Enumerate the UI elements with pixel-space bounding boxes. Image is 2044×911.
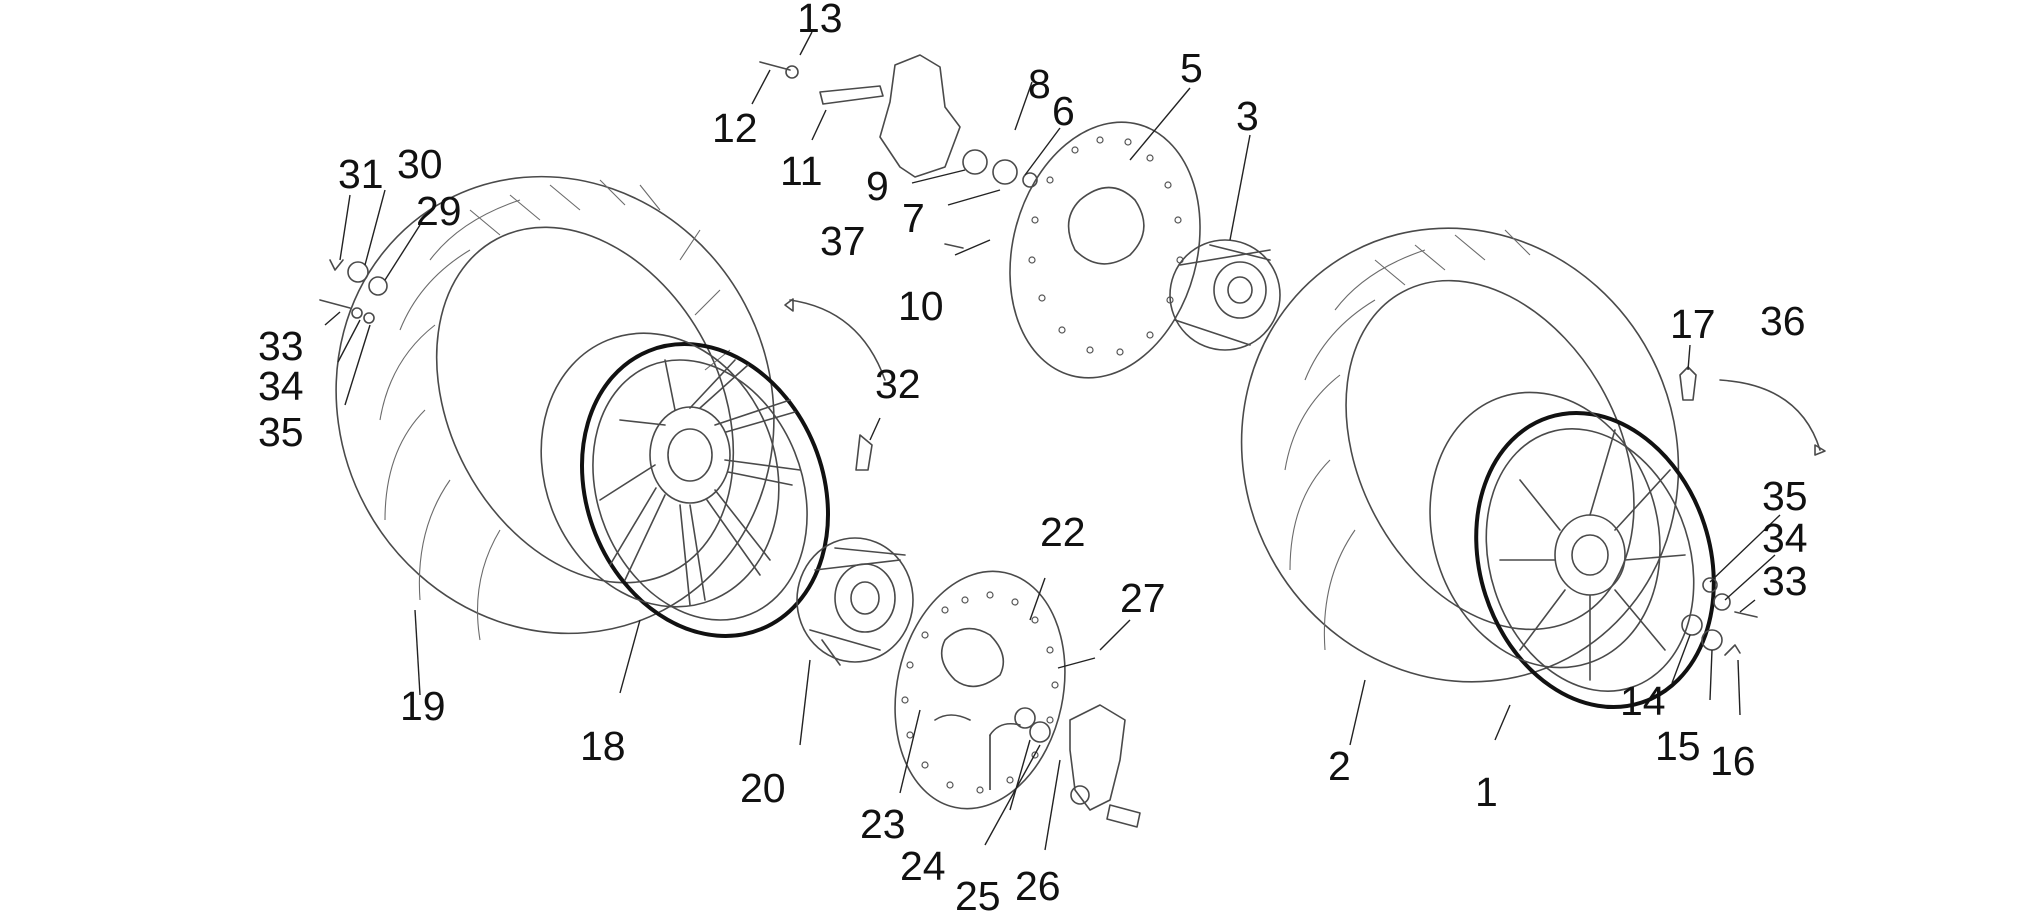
left-caliper xyxy=(1014,704,1141,828)
callout-17: 17 xyxy=(1670,301,1716,347)
callout-27: 27 xyxy=(1120,575,1166,621)
callout-10: 10 xyxy=(898,283,944,329)
callout-32: 32 xyxy=(875,361,921,407)
callout-18: 18 xyxy=(580,723,626,769)
left-tire xyxy=(335,175,775,641)
callout-5: 5 xyxy=(1180,45,1203,91)
leader-lines xyxy=(324,31,1781,851)
callout-37: 37 xyxy=(820,218,866,264)
callout-29: 29 xyxy=(416,188,462,234)
callout-14: 14 xyxy=(1620,678,1666,724)
top-brake-disc xyxy=(1009,121,1201,379)
left-brake-disc xyxy=(894,570,1066,810)
callout-34-right: 34 xyxy=(1762,515,1808,561)
callout-19: 19 xyxy=(400,683,446,729)
callout-34-left: 34 xyxy=(258,363,304,409)
callout-2: 2 xyxy=(1328,743,1351,789)
arrow-36 xyxy=(1719,379,1826,456)
callout-24: 24 xyxy=(900,843,946,889)
callout-20: 20 xyxy=(740,765,786,811)
top-hub xyxy=(1169,239,1281,351)
callout-36: 36 xyxy=(1760,298,1806,344)
left-hub xyxy=(796,537,914,666)
callout-22: 22 xyxy=(1040,509,1086,555)
callout-11: 11 xyxy=(780,148,823,194)
callout-31: 31 xyxy=(338,151,384,197)
right-rim xyxy=(1429,391,1716,710)
right-tire xyxy=(1240,227,1680,683)
callout-33-right: 33 xyxy=(1762,558,1808,604)
callout-23: 23 xyxy=(860,801,906,847)
arrow-37 xyxy=(784,298,886,381)
callout-labels: 13 12 11 8 6 9 7 5 3 10 37 31 30 29 33 3… xyxy=(258,0,1808,911)
callout-35-right: 35 xyxy=(1762,473,1808,519)
callout-3: 3 xyxy=(1236,93,1259,139)
callout-33-left: 33 xyxy=(258,323,304,369)
callout-16: 16 xyxy=(1710,738,1756,784)
left-disc-holes xyxy=(901,591,1059,794)
callout-30: 30 xyxy=(397,141,443,187)
callout-6: 6 xyxy=(1052,88,1075,134)
top-caliper xyxy=(759,54,1038,249)
callout-1: 1 xyxy=(1475,769,1498,815)
left-rim xyxy=(540,332,830,638)
callout-13: 13 xyxy=(797,0,843,41)
callout-8: 8 xyxy=(1028,61,1051,107)
callout-35-left: 35 xyxy=(258,409,304,455)
left-small-parts xyxy=(319,259,873,471)
callout-12: 12 xyxy=(712,105,758,151)
callout-26: 26 xyxy=(1015,863,1061,909)
callout-9: 9 xyxy=(866,163,889,209)
top-disc-holes xyxy=(1028,136,1184,356)
callout-25: 25 xyxy=(955,873,1001,911)
right-small-parts xyxy=(1679,366,1758,656)
callout-15: 15 xyxy=(1655,723,1701,769)
callout-7: 7 xyxy=(902,195,925,241)
